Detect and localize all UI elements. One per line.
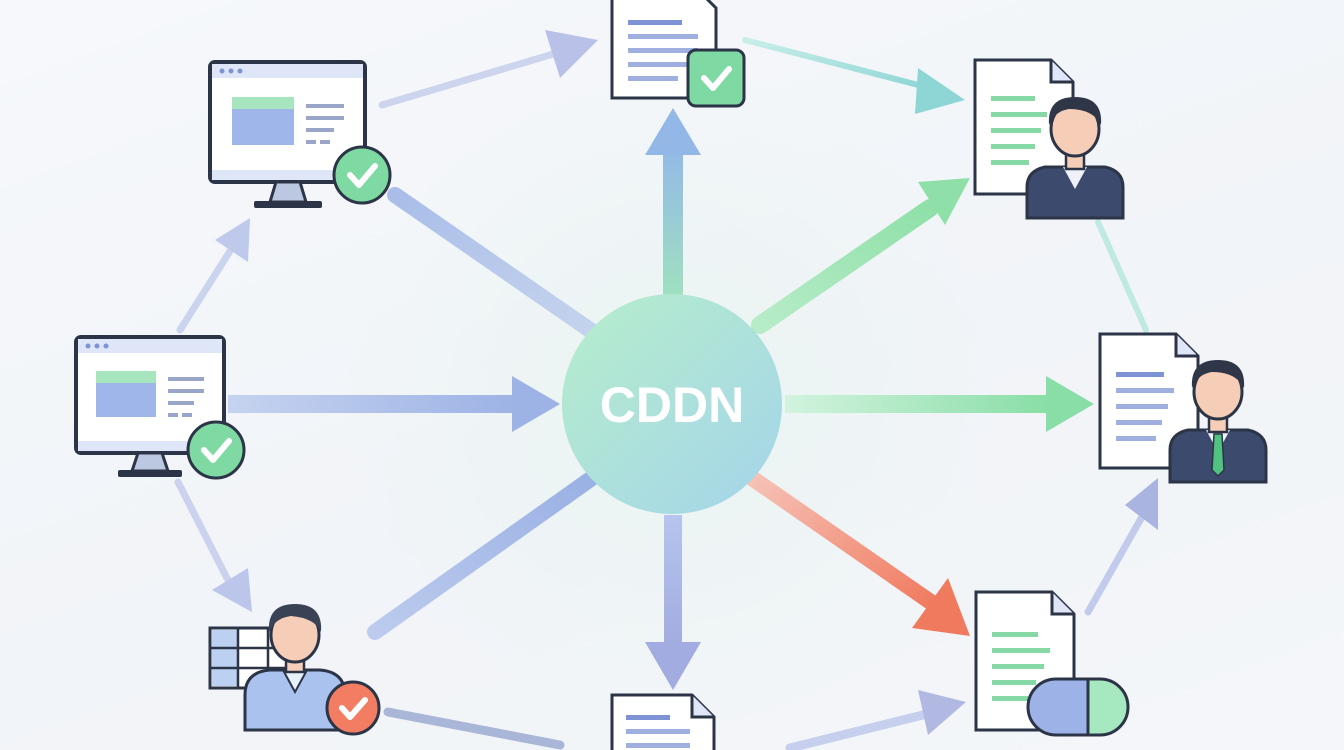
- capsule-icon: [1026, 677, 1130, 737]
- document-icon: [973, 58, 1075, 196]
- arrow-monitor-left-to-user-table: [174, 478, 252, 612]
- user-avatar-icon: [243, 604, 347, 732]
- arrow-doc-bottom-to-doc-capsule: [785, 690, 966, 750]
- arrow-hub-to-doc-user-right: [785, 376, 1094, 432]
- doc-capsule-bottom-right-node: [974, 590, 1130, 737]
- user-avatar-icon: [1025, 97, 1125, 220]
- arrow-doc-user-top-right-to-doc-user-right: [1095, 219, 1149, 333]
- document-icon: [1098, 332, 1200, 470]
- arrow-hub-to-user-table-bottom-left: [367, 470, 600, 640]
- check-badge-icon: [186, 420, 246, 480]
- arrow-hub-to-doc-top: [645, 108, 701, 295]
- monitor-left-node: [74, 335, 246, 480]
- check-badge-icon: [686, 48, 746, 108]
- check-badge-red-icon: [325, 680, 381, 736]
- arrow-hub-to-doc-bottom: [645, 515, 701, 690]
- arrow-user-table-to-doc-bottom: [383, 707, 565, 750]
- monitor-icon: [208, 60, 367, 208]
- doc-user-right-node: [1098, 332, 1268, 484]
- arrow-hub-to-doc-user-top-right: [751, 178, 970, 334]
- doc-user-top-right-node: [973, 58, 1125, 220]
- arrow-doc-capsule-to-doc-user-right: [1084, 478, 1158, 616]
- user-table-bottom-left-node: [208, 604, 381, 736]
- cddn-hub: CDDN: [562, 294, 782, 514]
- monitor-icon: [74, 335, 226, 477]
- document-icon: [610, 693, 716, 750]
- hub-label: CDDN: [600, 377, 744, 433]
- arrow-hub-to-monitor-top-left: [387, 187, 598, 338]
- monitor-top-left-node: [208, 60, 392, 208]
- doc-top-node: [610, 0, 746, 108]
- arrow-hub-to-doc-capsule-bottom-right: [744, 470, 970, 636]
- doc-bottom-node: [610, 693, 716, 750]
- arrow-monitor-left-to-monitor-top-left: [176, 218, 250, 334]
- arrow-monitor-top-left-to-doc-top: [378, 30, 598, 109]
- arrow-monitor-left-to-hub: [228, 376, 560, 432]
- user-avatar-icon: [1168, 360, 1268, 484]
- connector-arrows: [174, 30, 1158, 750]
- check-badge-icon: [332, 145, 392, 205]
- arrow-doc-top-to-doc-user-top-right: [742, 37, 965, 114]
